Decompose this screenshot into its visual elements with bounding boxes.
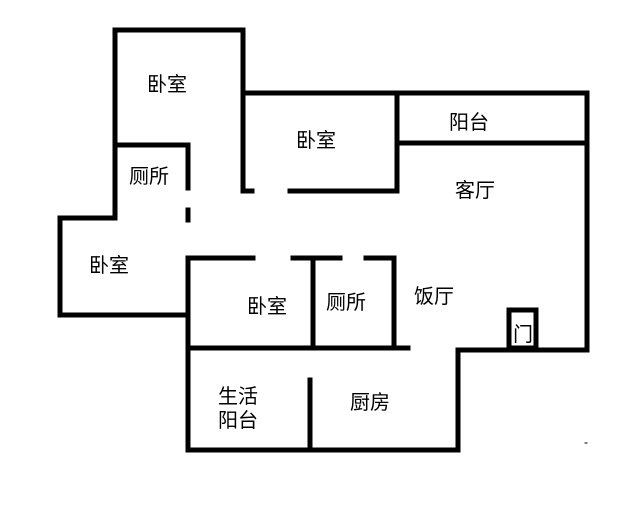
room-label-toilet-left: 厕所 <box>129 164 169 188</box>
room-label-door: 门 <box>513 322 533 346</box>
room-label-bedroom-center: 卧室 <box>296 128 336 152</box>
entrance-door <box>506 307 539 351</box>
room-label-bedroom-top-left: 卧室 <box>147 72 187 96</box>
room-label-toilet-center: 厕所 <box>326 290 366 314</box>
room-label-dining-room: 饭厅 <box>414 284 454 308</box>
room-label-kitchen: 厨房 <box>350 390 390 414</box>
room-label-utility-balcony-line1: 生活 <box>218 384 258 408</box>
room-label-bedroom-left: 卧室 <box>89 253 129 277</box>
walls <box>57 27 590 453</box>
room-label-utility-balcony-line2: 阳台 <box>218 408 258 432</box>
room-label-bedroom-inner: 卧室 <box>247 294 287 318</box>
room-label-living-room: 客厅 <box>455 178 495 202</box>
room-label-balcony: 阳台 <box>449 110 489 134</box>
